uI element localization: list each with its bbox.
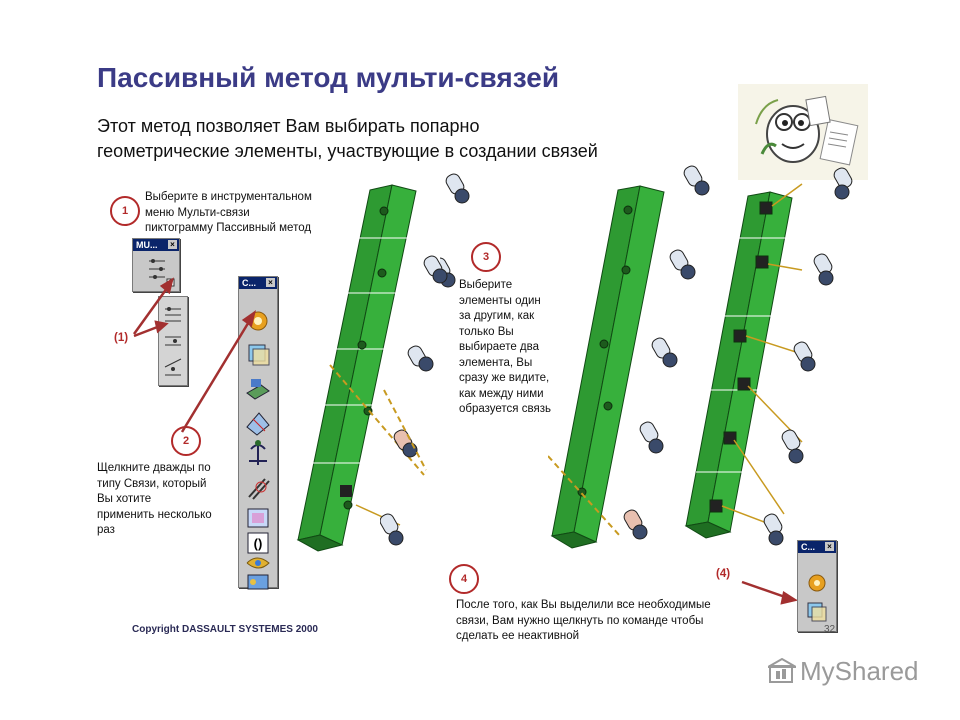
beam-illustration-3 xyxy=(684,183,803,539)
step-2-line: раз xyxy=(97,524,115,536)
step-2-line: применить несколько xyxy=(97,508,212,521)
method-icons[interactable] xyxy=(159,297,187,385)
coincidence-icon xyxy=(807,602,827,622)
step-3-line: элементы один xyxy=(459,294,541,307)
angle-icon xyxy=(249,440,267,465)
step-3-line: образуется связь xyxy=(459,403,551,415)
ref-1-label: (1) xyxy=(114,332,129,344)
bolts-group-3 xyxy=(623,165,710,540)
step-2-line: Вы хотите xyxy=(97,493,152,505)
step-3-line: Выберите xyxy=(459,279,513,291)
step-2-line: Щелкните дважды по xyxy=(97,462,211,474)
step-3-line: элемента, Вы xyxy=(459,356,533,369)
intro-line: Этот метод позволяет Вам выбирать попарн… xyxy=(97,116,480,136)
bolts-group-4 xyxy=(763,167,853,546)
slide-intro: Этот метод позволяет Вам выбирать попарн… xyxy=(97,114,737,164)
close-icon[interactable]: × xyxy=(168,240,177,249)
ref-4-label: (4) xyxy=(716,568,731,580)
coincidence-icon xyxy=(248,344,270,366)
step-4-line: После того, как Вы выделили все необходи… xyxy=(456,599,711,611)
step-4-line: сделать ее неактивной xyxy=(456,630,580,642)
step-4-text: После того, как Вы выделили все необходи… xyxy=(456,598,711,645)
small-constraint-toolbar[interactable]: C... × xyxy=(797,540,837,632)
step-2-text: Щелкните дважды по типу Связи, который В… xyxy=(97,461,212,539)
constraint-toolbar-titlebar[interactable]: C... × xyxy=(239,277,277,289)
slide-title: Пассивный метод мульти-связей xyxy=(97,62,560,93)
step-3-badge: 3 xyxy=(471,242,501,272)
fix-icon xyxy=(808,574,826,592)
intro-line: геометрические элементы, участвующие в с… xyxy=(97,141,598,161)
svg-text:(): () xyxy=(254,536,263,551)
step-3-line: за другим, как xyxy=(459,310,535,322)
close-icon[interactable]: × xyxy=(266,278,275,287)
step-3-line: только Вы xyxy=(459,325,514,338)
step-1-line: Выберите в инструментальном xyxy=(145,191,312,203)
bolts-group-2 xyxy=(380,255,448,546)
step-3-line: как между ними xyxy=(459,387,544,400)
multi-constraint-toolbar[interactable]: MU... × xyxy=(132,238,180,292)
watermark-text: MyShared xyxy=(800,656,919,686)
change-constraint-icon: () xyxy=(247,532,269,554)
small-toolbar-icons[interactable] xyxy=(798,553,836,629)
small-toolbar-title: C... xyxy=(801,542,816,552)
step-3-line: выбираете два xyxy=(459,341,540,353)
update-icon xyxy=(247,574,269,590)
reconnect-icon xyxy=(246,557,270,569)
cartoon-logo-image xyxy=(738,84,868,180)
step-4-line: связи, Вам нужно щелкнуть по команде что… xyxy=(456,614,704,627)
close-icon[interactable]: × xyxy=(825,542,834,551)
step-4-badge: 4 xyxy=(449,564,479,594)
myshared-logo-icon xyxy=(768,658,796,683)
step-2-line: типу Связи, который xyxy=(97,477,207,490)
step-3-line: сразу же видите, xyxy=(459,372,550,384)
multi-method-dropdown[interactable] xyxy=(158,296,188,386)
step-1-text: Выберите в инструментальном меню Мульти-… xyxy=(145,190,312,237)
page-number: 32 xyxy=(824,624,836,635)
constraint-toolbar-title: C... xyxy=(242,278,257,288)
step-1-line: меню Мульти-связи xyxy=(145,206,250,219)
step-1-line: пиктограмму Пассивный метод xyxy=(145,222,312,234)
fix-together-icon xyxy=(248,478,270,500)
copyright-text: Copyright DASSAULT SYSTEMES 2000 xyxy=(132,624,318,635)
contact-icon xyxy=(246,379,270,400)
offset-icon xyxy=(246,412,270,436)
quick-constraint-icon xyxy=(247,508,269,528)
multi-toolbar-title: MU... xyxy=(136,240,158,250)
step-3-text: Выберите элементы один за другим, как то… xyxy=(456,278,554,418)
multi-toolbar-titlebar[interactable]: MU... × xyxy=(133,239,179,251)
beam-illustration-2 xyxy=(548,185,665,549)
step-1-badge: 1 xyxy=(110,196,140,226)
small-toolbar-titlebar[interactable]: C... × xyxy=(798,541,836,553)
constraint-icons[interactable]: () xyxy=(239,301,277,591)
